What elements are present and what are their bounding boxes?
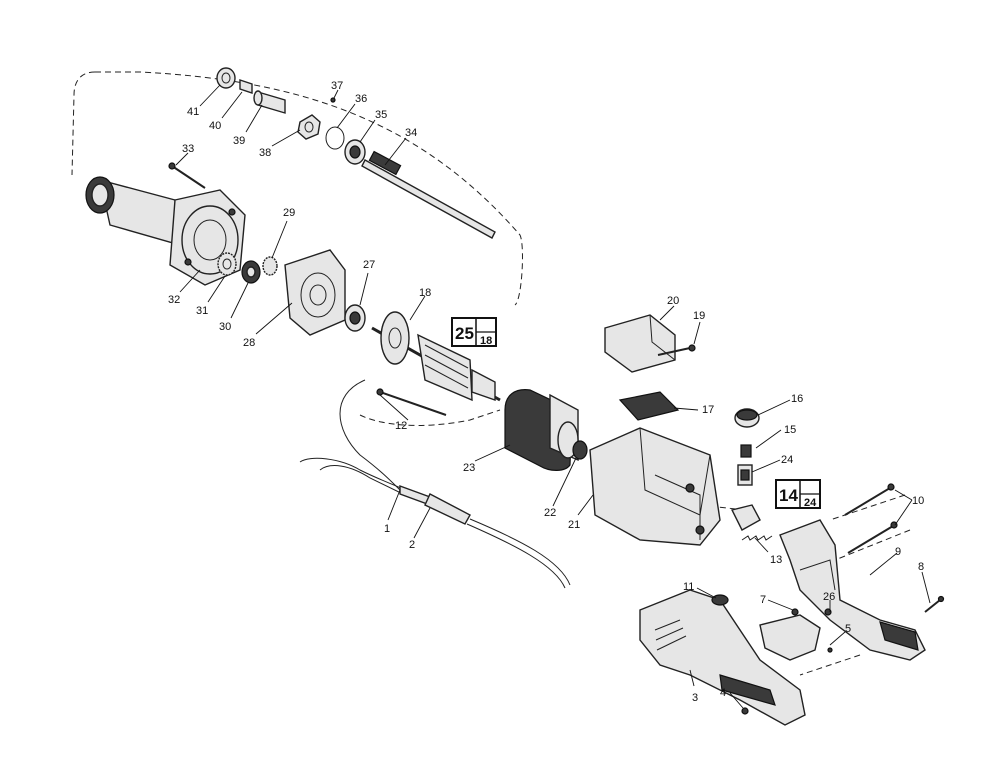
callout-39: 39: [233, 135, 245, 147]
reference-box-25-main: 25: [455, 324, 474, 343]
callout-labels: 1 2 3 4 5 26 7 8 9 10 11 12 13 15 16 17 …: [168, 80, 924, 704]
nut-38-part: [297, 114, 321, 140]
reference-box-14-sub: 24: [804, 497, 817, 509]
callout-30: 30: [219, 321, 231, 333]
field-stator-23-part: [504, 389, 579, 471]
callout-23: 23: [463, 462, 475, 474]
callout-27: 27: [363, 259, 375, 271]
callout-19: 19: [693, 310, 705, 322]
switch-assembly-part: [759, 608, 833, 661]
callout-22: 22: [544, 507, 556, 519]
reference-box-25-18: 25 18: [451, 317, 497, 347]
handle-dashed-line-a: [829, 494, 906, 521]
callout-16: 16: [791, 393, 803, 405]
brush-cover-20-part: [604, 314, 676, 373]
screw-19-part: [657, 344, 696, 356]
gear-29-part: [262, 256, 278, 276]
bearing-27-part: [344, 304, 366, 332]
callout-10: 10: [912, 495, 924, 507]
armature-18-part: [371, 311, 501, 402]
reference-box-14-24: 14 24: [775, 479, 821, 509]
nameplate-17-part: [618, 391, 680, 421]
callout-17: 17: [702, 404, 714, 416]
leader-lines: [175, 84, 931, 709]
callout-18: 18: [419, 287, 431, 299]
callout-13: 13: [770, 554, 782, 566]
callout-12: 12: [395, 420, 407, 432]
handle-dashed-line-b: [834, 529, 911, 561]
screw-33-part: [168, 162, 206, 189]
collet-39-part: [253, 90, 286, 114]
callout-8: 8: [918, 561, 924, 573]
bearing-plate-28-part: [284, 249, 346, 336]
upper-assembly-dashed-outline: [71, 71, 523, 306]
callout-26: 26: [823, 591, 835, 603]
callout-7: 7: [760, 594, 766, 606]
key-37-part: [330, 97, 336, 103]
bearing-22-part: [572, 440, 588, 460]
spring-13-part: [741, 535, 773, 541]
screw-8-part: [924, 595, 945, 613]
callout-38: 38: [259, 147, 271, 159]
plug-11-part: [711, 594, 729, 606]
pinion-gear-31-part: [217, 252, 237, 276]
reference-box-14-main: 14: [779, 486, 798, 505]
bearing-30-part: [241, 260, 261, 284]
callout-4: 4: [720, 687, 726, 699]
screw-4-part: [741, 707, 749, 715]
callout-28: 28: [243, 337, 255, 349]
power-cord-1-part: [299, 379, 571, 589]
callout-11: 11: [683, 581, 694, 593]
callout-2: 2: [409, 539, 415, 551]
brush-holder-24-part: [737, 464, 753, 486]
callout-15: 15: [784, 424, 796, 436]
callout-40: 40: [209, 120, 221, 132]
callout-9: 9: [895, 546, 901, 558]
callout-35: 35: [375, 109, 387, 121]
callout-21: 21: [568, 519, 580, 531]
retaining-ring-36-part: [325, 126, 345, 150]
reference-box-25-sub: 18: [480, 335, 492, 347]
callout-24: 24: [781, 454, 793, 466]
collet-nut-41-part: [216, 67, 236, 89]
switch-dashed-line: [699, 504, 746, 511]
lower-assembly-dashed-outline: [359, 409, 501, 426]
carbon-brush-15-part: [740, 444, 752, 458]
bearing-35-part: [344, 139, 366, 165]
callout-29: 29: [283, 207, 295, 219]
collet-insert-40-part: [239, 79, 253, 94]
callout-36: 36: [355, 93, 367, 105]
handle-half-9-part: [779, 519, 926, 661]
handle-half-3-part: [639, 589, 806, 726]
callout-3: 3: [692, 692, 698, 704]
callout-20: 20: [667, 295, 679, 307]
callout-5: 5: [845, 623, 851, 635]
handle-dashed-line-c: [799, 654, 861, 676]
callout-34: 34: [405, 127, 417, 139]
callout-41: 41: [187, 106, 199, 118]
callout-1: 1: [384, 523, 390, 535]
brush-cap-16-part: [734, 408, 760, 428]
spindle-34-part: [361, 150, 496, 239]
callout-37: 37: [331, 80, 343, 92]
callout-33: 33: [182, 143, 194, 155]
callout-32: 32: [168, 294, 180, 306]
callout-31: 31: [196, 305, 208, 317]
motor-housing-21-part: [589, 427, 721, 546]
screws-10-part: [844, 483, 898, 554]
brush-holder-14-part: [730, 504, 761, 531]
